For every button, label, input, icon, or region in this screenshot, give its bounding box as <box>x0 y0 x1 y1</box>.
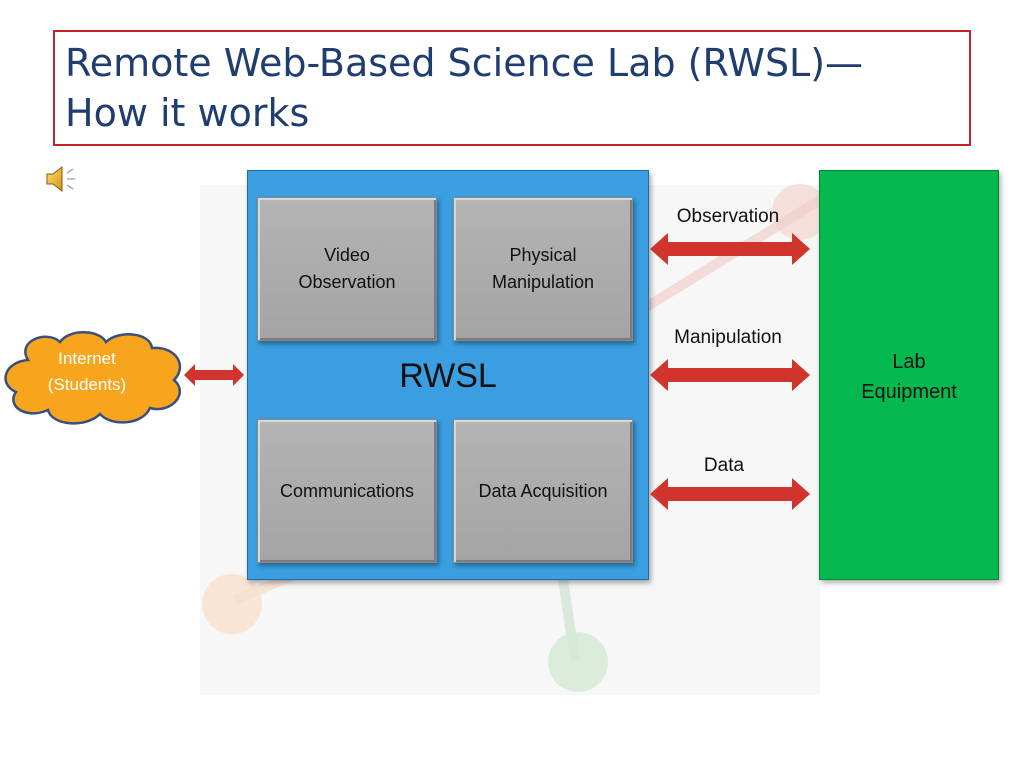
video-observation-label: Video Observation <box>298 245 396 292</box>
observation-arrow-label: Observation <box>676 206 780 227</box>
page-title: Remote Web-Based Science Lab (RWSL)— How… <box>65 41 864 135</box>
physical-manipulation-module: Physical Manipulation <box>453 197 633 341</box>
internet-students-cloud: Internet (Students) <box>0 330 190 426</box>
internet-rwsl-arrow <box>184 364 244 386</box>
physical-manipulation-label: Physical Manipulation <box>491 245 595 292</box>
cloud-shape <box>4 331 182 425</box>
lab-equipment-label: Lab Equipment <box>861 351 957 403</box>
data-arrow <box>650 478 810 510</box>
manipulation-arrow-label: Manipulation <box>674 327 782 348</box>
video-observation-module: Video Observation <box>257 197 437 341</box>
internet-label: Internet (Students) <box>47 349 127 394</box>
manipulation-arrow <box>650 359 810 391</box>
speaker-volume-icon[interactable] <box>44 164 80 194</box>
title-frame: Remote Web-Based Science Lab (RWSL)— How… <box>53 30 971 146</box>
data-arrow-label: Data <box>703 455 745 476</box>
data-acquisition-label: Data Acquisition <box>478 480 608 501</box>
lab-equipment-box: Lab Equipment <box>819 170 999 580</box>
data-acquisition-module: Data Acquisition <box>453 419 633 563</box>
observation-arrow <box>650 233 810 265</box>
communications-label: Communications <box>279 480 415 501</box>
rwsl-label: RWSL <box>399 357 497 395</box>
communications-module: Communications <box>257 419 437 563</box>
rwsl-system-box: Video Observation Physical Manipulation … <box>247 170 649 580</box>
